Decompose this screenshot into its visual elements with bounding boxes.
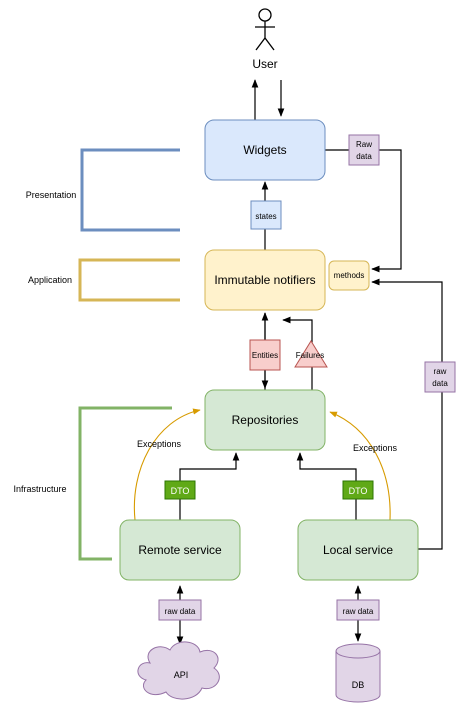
application-layer-label: Application (28, 275, 72, 285)
remote-service-label: Remote service (138, 543, 222, 557)
raw-data-right-line-1: raw (434, 367, 447, 376)
api-cloud: API (137, 641, 220, 700)
raw-data-right-line-2: data (432, 379, 448, 388)
local-exceptions-arrow (329, 411, 391, 521)
remote-service-node: Remote service (119, 519, 241, 581)
entities-label: Entities (252, 351, 278, 360)
infrastructure-layer-label: Infrastructure (13, 484, 66, 494)
local-service-node: Local service (297, 519, 419, 581)
widgets-to-methods-arrow (325, 149, 402, 273)
application-bracket (78, 258, 180, 302)
presentation-layer-label: Presentation (26, 190, 77, 200)
remote-exceptions-arrow (133, 408, 201, 521)
raw-data-db-label: raw data (343, 607, 374, 616)
raw-data-widgets-line-1: Raw (356, 140, 372, 149)
dto-left-label: DTO (171, 486, 190, 496)
api-label: API (174, 670, 189, 680)
db-cylinder-icon: DB (335, 643, 381, 703)
raw-data-db-tag: raw data (336, 599, 380, 621)
user-label: User (252, 57, 277, 71)
raw-data-widgets-line-2: data (356, 152, 372, 161)
notifiers-node: Immutable notifiers (204, 249, 326, 311)
raw-data-api-label: raw data (165, 607, 196, 616)
raw-data-right-tag: raw data (424, 361, 456, 393)
dto-right-tag: DTO (342, 480, 374, 500)
entities-tag: Entities (249, 339, 281, 371)
failures-label: Failures (296, 351, 324, 360)
raw-data-widgets-tag: Raw data (348, 134, 380, 166)
states-label: states (255, 212, 276, 221)
failures-triangle-icon: Failures (294, 340, 328, 368)
raw-data-api-tag: raw data (158, 599, 202, 621)
user-actor-icon (255, 8, 275, 51)
repositories-label: Repositories (232, 413, 299, 427)
states-tag: states (250, 200, 282, 230)
local-service-to-notifiers-arrow (371, 278, 443, 550)
exceptions-left-label: Exceptions (137, 439, 182, 449)
local-service-label: Local service (323, 543, 393, 557)
widgets-label: Widgets (243, 143, 286, 157)
exceptions-right-label: Exceptions (353, 443, 398, 453)
repositories-node: Repositories (204, 389, 326, 451)
dto-left-tag: DTO (164, 480, 196, 500)
widgets-node: Widgets (204, 119, 326, 181)
methods-label: methods (334, 271, 365, 280)
notifiers-label: Immutable notifiers (214, 273, 315, 287)
methods-tag: methods (328, 260, 370, 291)
presentation-bracket (80, 148, 180, 232)
infrastructure-bracket (78, 406, 172, 561)
db-label: DB (352, 680, 365, 690)
dto-right-label: DTO (349, 486, 368, 496)
